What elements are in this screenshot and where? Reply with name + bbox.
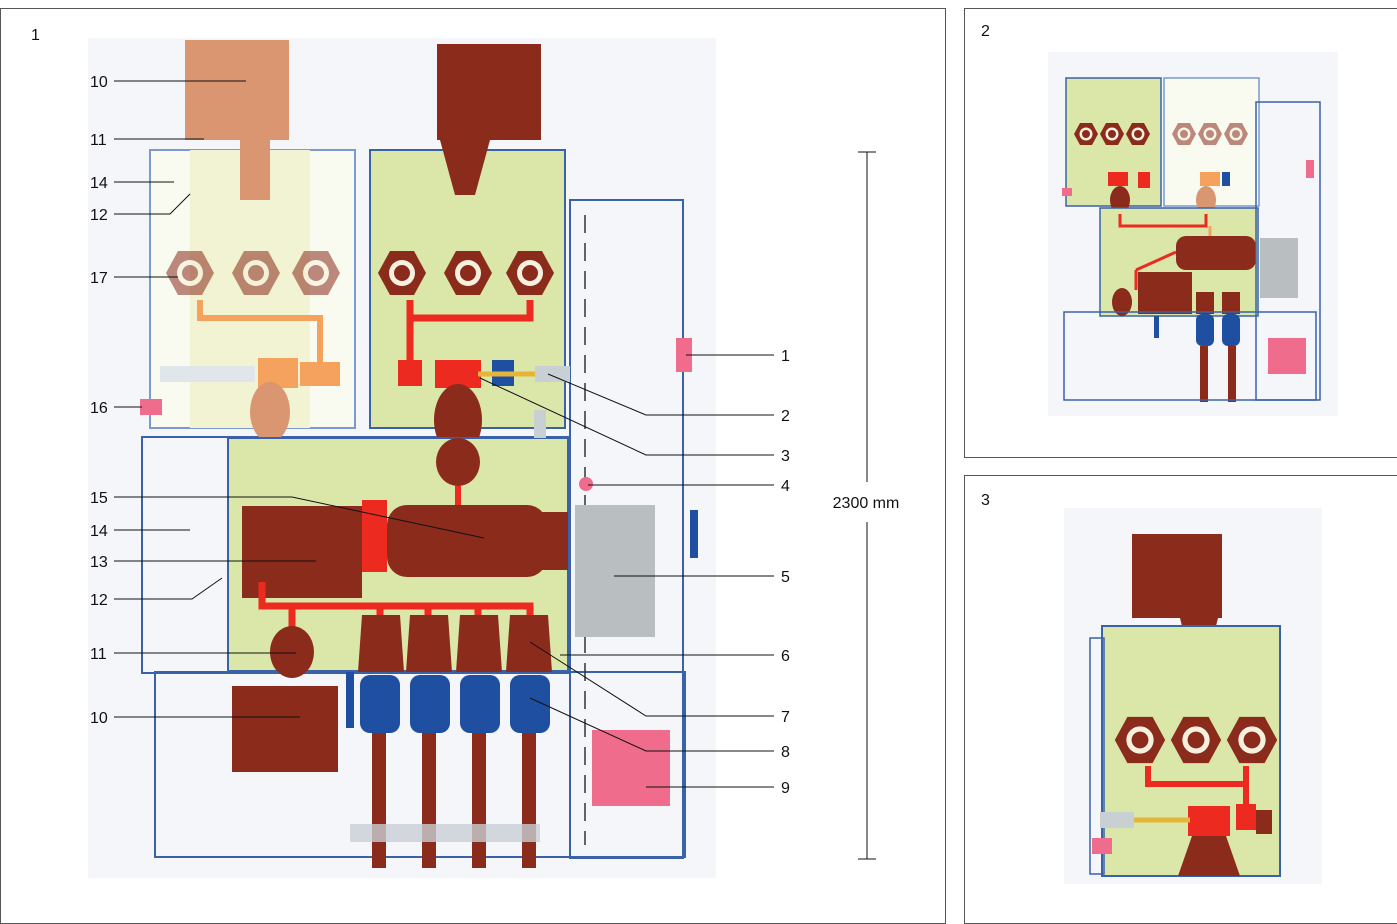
bushing-top <box>437 44 541 140</box>
dimension-label: 2300 mm <box>833 495 900 512</box>
bushing-bottom <box>232 686 338 772</box>
section-view-main <box>88 38 716 878</box>
callout-label: 13 <box>90 554 108 571</box>
callout-label: 2 <box>781 408 790 425</box>
callout-label: 5 <box>781 569 790 586</box>
callout-label: 12 <box>90 592 108 609</box>
right-callouts: 1 2 3 4 5 6 7 8 9 <box>479 348 790 797</box>
callout-label: 12 <box>90 207 108 224</box>
bushing-top-faded <box>185 40 289 140</box>
callout-label: 1 <box>781 348 790 365</box>
indicator-box <box>592 730 670 806</box>
callout-label: 6 <box>781 648 790 665</box>
callout-label: 16 <box>90 400 108 417</box>
panel-number: 3 <box>981 492 990 509</box>
callout-label: 7 <box>781 709 790 726</box>
panel-number: 2 <box>981 23 990 40</box>
callout-label: 8 <box>781 744 790 761</box>
callout-label: 14 <box>90 175 108 192</box>
cable-termination <box>360 675 400 733</box>
callout-label: 10 <box>90 710 108 727</box>
height-dimension: 2300 mm <box>833 151 900 860</box>
low-voltage-compartment <box>569 199 684 859</box>
section-view-double-busbar <box>1048 52 1338 416</box>
callout-label: 4 <box>781 478 790 495</box>
callout-label: 11 <box>90 646 107 663</box>
callout-label: 11 <box>90 132 107 149</box>
callout-label: 17 <box>90 270 108 287</box>
callout-label: 15 <box>90 490 108 507</box>
callout-label: 10 <box>90 74 108 91</box>
section-view-busbar-compartment <box>1064 508 1322 884</box>
left-callouts: 10 11 14 12 17 16 15 14 13 12 11 10 <box>90 74 485 727</box>
callout-label: 14 <box>90 523 108 540</box>
callout-label: 3 <box>781 448 790 465</box>
callout-label: 9 <box>781 780 790 797</box>
relay-box <box>575 505 655 637</box>
panel-number: 1 <box>31 27 40 44</box>
